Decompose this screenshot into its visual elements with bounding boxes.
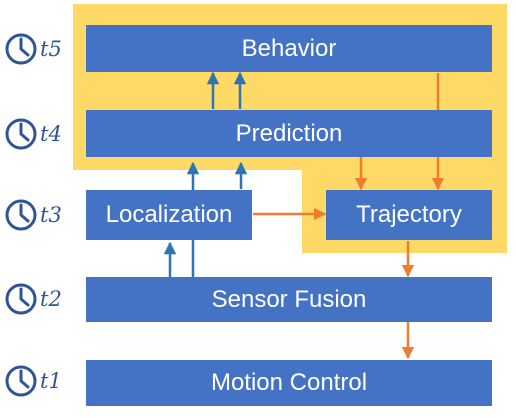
- time-step-t1: t1: [4, 364, 62, 398]
- behavior-box: Behavior: [86, 25, 492, 72]
- prediction-label: Prediction: [235, 119, 343, 147]
- motion-control-label: Motion Control: [210, 369, 368, 396]
- time-label: t4: [40, 122, 62, 146]
- trajectory-box: Trajectory: [326, 190, 492, 240]
- localization-label: Localization: [105, 201, 233, 228]
- time-label: t3: [40, 203, 62, 227]
- time-step-t4: t4: [4, 117, 62, 151]
- clock-icon: [5, 33, 37, 65]
- clock-icon: [5, 283, 37, 315]
- clock-icon: [5, 118, 37, 150]
- prediction-box: Prediction: [86, 110, 492, 157]
- time-step-t5: t5: [4, 32, 62, 66]
- motion-control-box: Motion Control: [86, 360, 492, 406]
- trajectory-label: Trajectory: [356, 201, 462, 228]
- time-step-t2: t2: [4, 282, 62, 316]
- time-step-t3: t3: [4, 198, 62, 232]
- localization-box: Localization: [86, 190, 252, 240]
- sensor-fusion-label: Sensor Fusion: [211, 285, 367, 313]
- behavior-label: Behavior: [241, 34, 337, 62]
- clock-icon: [5, 199, 37, 231]
- sensor-fusion-box: Sensor Fusion: [86, 277, 492, 322]
- time-label: t2: [40, 287, 62, 311]
- time-label: t1: [40, 369, 62, 393]
- clock-icon: [5, 365, 37, 397]
- time-label: t5: [40, 37, 62, 61]
